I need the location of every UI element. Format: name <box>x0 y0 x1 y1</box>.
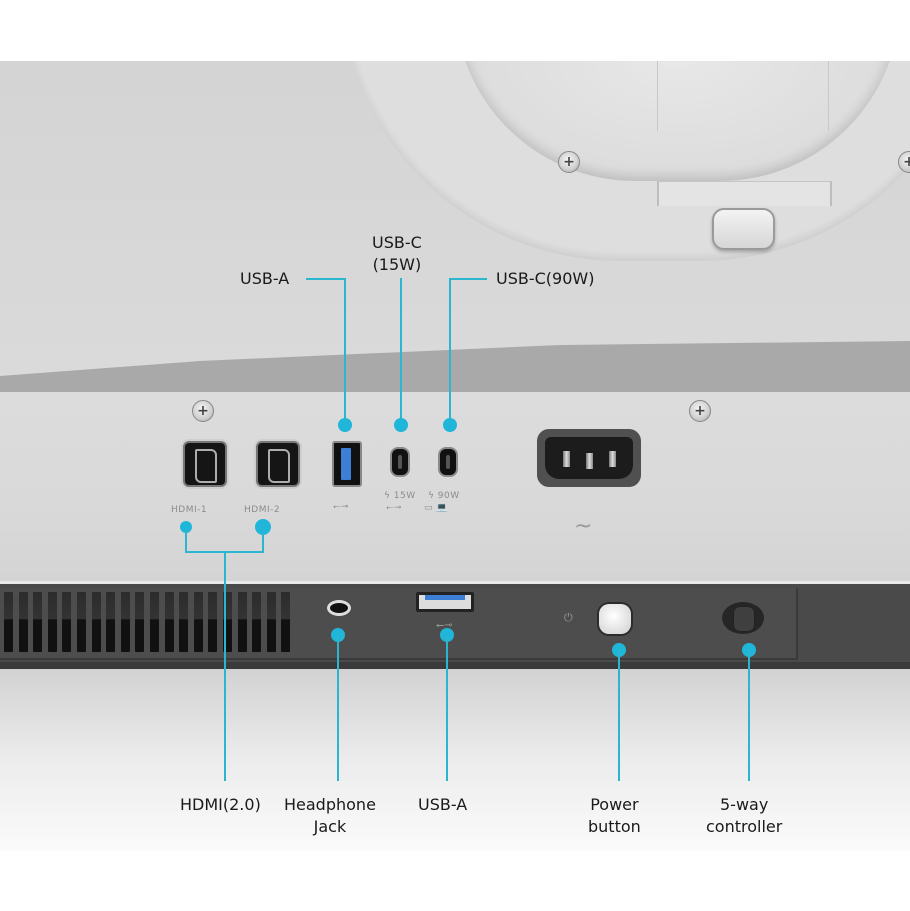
hdmi-2-port <box>256 441 300 487</box>
callout-line <box>748 650 750 781</box>
vent-slot <box>47 592 57 652</box>
hdmi-2-label: HDMI-2 <box>244 505 281 515</box>
callout-dot <box>394 418 408 432</box>
callout-line <box>337 636 339 781</box>
vent-slot <box>150 592 159 652</box>
callout-5-way-controller: 5-way controller <box>706 795 783 836</box>
vent-slot <box>223 592 232 652</box>
usb-c-90w-power-label: ϟ 90W <box>428 491 460 501</box>
usb-c-15w-power-label: ϟ 15W <box>384 491 416 501</box>
vent-slot <box>4 592 13 652</box>
callout-line <box>306 278 346 280</box>
usb-symbol-icon: ⭠⊸ <box>436 620 453 631</box>
vent-slot <box>62 592 72 652</box>
callout-line <box>262 530 264 552</box>
vent-slot <box>266 592 276 652</box>
callout-usb-c-15w: USB-C (15W) <box>372 233 422 274</box>
power-icon: ⏻ <box>564 611 573 624</box>
vent-slot <box>77 592 86 652</box>
vent-slot <box>193 592 203 652</box>
callout-usb-c-90w: USB-C(90W) <box>496 269 595 288</box>
screw-icon: + <box>192 400 214 422</box>
callout-hdmi: HDMI(2.0) <box>180 795 261 814</box>
callout-dot <box>443 418 457 432</box>
control-bar-inset <box>0 588 798 660</box>
usb-symbol-icon: ⭠⊸ <box>333 502 349 512</box>
stand-seam <box>828 61 829 131</box>
callout-line <box>185 530 187 552</box>
callout-usb-a-bottom: USB-A <box>418 795 468 814</box>
vent-slot <box>179 592 189 652</box>
stand-release-button <box>712 208 775 250</box>
vent-slot <box>18 592 28 652</box>
callout-line <box>449 278 487 280</box>
vent-slot <box>120 592 130 652</box>
callout-headphone-jack: Headphone Jack <box>284 795 376 836</box>
callout-dot <box>440 628 454 642</box>
vent-slot <box>91 592 101 652</box>
vent-slot <box>164 592 174 652</box>
callout-line <box>446 636 448 781</box>
vent-slot <box>252 592 262 652</box>
usb-c-15w-port <box>390 447 410 477</box>
ac-power-inlet <box>537 429 641 487</box>
callout-line <box>344 278 346 426</box>
callout-dot <box>255 519 271 535</box>
usb-a-rear-port <box>332 441 362 487</box>
stand-seam <box>657 61 658 131</box>
stand-slot <box>657 181 832 206</box>
callout-line <box>449 278 451 426</box>
power-button[interactable] <box>599 604 631 634</box>
callout-line <box>400 278 402 426</box>
chassis-shelf <box>0 341 910 401</box>
vent-slot <box>208 592 218 652</box>
callout-line <box>224 551 226 781</box>
usb-c-90w-port <box>438 447 458 477</box>
callout-power-button: Power button <box>588 795 641 836</box>
hdmi-1-label: HDMI-1 <box>171 505 208 515</box>
bar-edge <box>0 662 910 672</box>
vent-slot <box>237 592 247 652</box>
callout-dot <box>331 628 345 642</box>
hdmi-1-port <box>183 441 227 487</box>
callout-dot <box>180 521 192 533</box>
vent-slot <box>135 592 145 652</box>
screw-icon: + <box>558 151 580 173</box>
callout-line <box>618 650 620 781</box>
callout-dot <box>338 418 352 432</box>
vent-slot <box>281 592 291 652</box>
usb-symbol-icon: ⭠⊸ <box>386 503 402 513</box>
screw-icon: + <box>689 400 711 422</box>
headphone-jack-port <box>327 600 351 616</box>
callout-usb-a-top: USB-A <box>240 269 290 288</box>
usb-a-front-port <box>416 592 474 612</box>
ac-symbol-icon: ~ <box>574 514 593 539</box>
vent-slot <box>33 592 43 652</box>
lower-background <box>0 669 910 851</box>
laptop-icon: ▭ 💻 <box>424 503 449 513</box>
five-way-controller[interactable] <box>733 606 755 632</box>
vent-slot <box>106 592 116 652</box>
